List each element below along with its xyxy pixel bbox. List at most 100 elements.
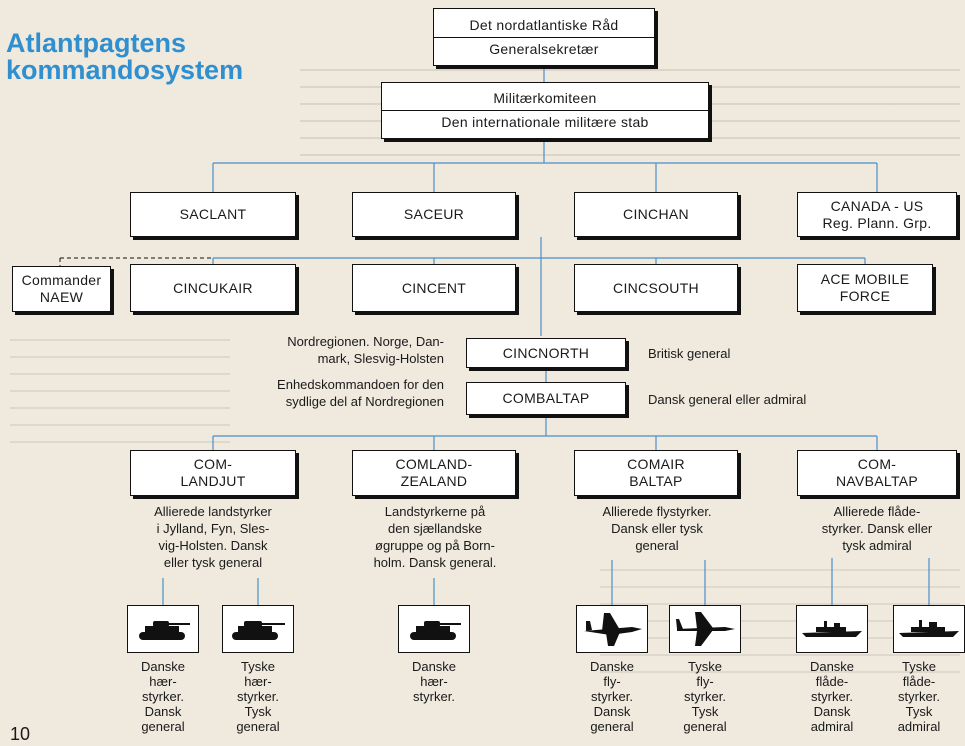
comlandjut-description: Allierede landstyrker i Jylland, Fyn, Sl… [118,503,308,571]
tank-icon [222,605,294,653]
caption-line: styrker. [413,689,455,704]
description-line: Dansk eller tysk [611,521,703,536]
description-line: vig-Holsten. Dansk [158,538,268,553]
caption-line: general [590,719,634,734]
description-line: Landstyrkerne på [384,504,486,519]
caption-line: styrker. [684,689,726,704]
cinchan-label: CINCHAN [623,206,689,222]
caption-line: styrker. [591,689,633,704]
force-caption: Danske hær- styrker. Dansk general [118,659,208,734]
caption-line: Danske [809,659,855,674]
caption-line: Tyske [902,659,936,674]
caption-line: admiral [897,719,941,734]
nordregion-note-line-1: Nordregionen. Norge, Dan- [287,334,444,349]
jet-icon [576,605,648,653]
tank-icon [398,605,470,653]
saclant-label: SACLANT [179,206,247,222]
naew-label-1: Commander [21,272,102,288]
caption-line: flåde- [815,674,849,689]
caption-line: Tyske [688,659,722,674]
force-caption: Danske flåde- styrker. Dansk admiral [787,659,877,734]
nordregion-note-line-2: mark, Slesvig-Holsten [317,351,444,366]
description-line: i Jylland, Fyn, Sles- [156,521,270,536]
comairbaltap-box: COMAIR BALTAP [574,450,738,496]
force-caption: Tyske hær- styrker. Tysk general [213,659,303,734]
cincnorth-label: CINCNORTH [502,344,590,361]
saclant-box: SACLANT [130,192,296,237]
ace-mobile-force-box: ACE MOBILE FORCE [797,264,933,312]
combaltap-label: COMBALTAP [502,390,590,406]
council-label: Det nordatlantiske Råd [469,16,619,33]
comlandzealand-description: Landstyrkerne på den sjællandske øgruppe… [340,503,530,571]
cincent-box: CINCENT [352,264,516,312]
enhed-note: Enhedskommandoen for den sydlige del af … [200,376,444,410]
secretary-label: Generalsekretær [434,36,654,61]
force-caption: Tyske fly- styrker. Tysk general [660,659,750,734]
caption-line: Dansk [593,704,631,719]
caption-line: general [683,719,727,734]
description-line: Allierede flåde- [833,504,921,519]
title-line-2: kommandosystem [6,55,244,85]
enhed-note-line-2: sydlige del af Nordregionen [285,394,444,409]
caption-line: Tyske [241,659,275,674]
force-caption: Tyske flåde- styrker. Tysk admiral [874,659,964,734]
force-caption: Danske hær- styrker. [389,659,479,704]
description-line: den sjællandske [388,521,482,536]
caption-line: general [141,719,185,734]
description-line: øgruppe og på Born- [375,538,495,553]
ace-mobile-label-2: FORCE [839,288,891,304]
comlandjut-box: COM- LANDJUT [130,450,296,496]
jet-icon [669,605,741,653]
caption-line: Danske [411,659,457,674]
ace-mobile-label-1: ACE MOBILE [820,271,910,287]
tank-icon [127,605,199,653]
description-line: holm. Dansk general. [373,555,497,570]
military-committee-box: Militærkomiteen Den internationale milit… [381,82,709,139]
caption-line: Tysk [691,704,719,719]
description-line: general [635,538,679,553]
caption-line: admiral [810,719,854,734]
caption-line: styrker. [142,689,184,704]
caption-line: styrker. [237,689,279,704]
naew-box: Commander NAEW [12,266,111,312]
cincsouth-box: CINCSOUTH [574,264,738,312]
background-text-texture [10,330,230,450]
cincsouth-label: CINCSOUTH [613,279,699,296]
ship-icon [796,605,868,653]
military-committee-label: Militærkomiteen [493,90,597,106]
caption-line: Dansk [144,704,182,719]
comnavbaltap-description: Allierede flåde- styrker. Dansk eller ty… [782,503,965,554]
naew-label-2: NAEW [39,289,84,305]
comairbaltap-label-2: BALTAP [629,473,683,489]
comnavbaltap-label-2: NAVBALTAP [835,473,919,489]
canada-us-box: CANADA - US Reg. Plann. Grp. [797,192,957,237]
cincukair-label: CINCUKAIR [173,279,253,296]
enhed-note-line-1: Enhedskommandoen for den [277,377,444,392]
description-line: Allierede landstyrker [154,504,272,519]
caption-line: general [236,719,280,734]
council-box: Det nordatlantiske Råd Generalsekretær [433,8,655,66]
comlandjut-label-1: COM- [193,456,233,472]
caption-line: hær- [149,674,177,689]
cincnorth-box: CINCNORTH [466,338,626,368]
page-title: Atlantpagtens kommandosystem [6,30,306,84]
caption-line: fly- [696,674,714,689]
ship-icon [893,605,965,653]
comairbaltap-label-1: COMAIR [627,456,685,472]
nordregion-note: Nordregionen. Norge, Dan- mark, Slesvig-… [220,333,444,367]
comlandzealand-label-2: ZEALAND [400,473,468,489]
canada-us-label: CANADA - US [830,197,924,214]
caption-line: Dansk [813,704,851,719]
comlandjut-label-2: LANDJUT [180,473,246,489]
description-line: Allierede flystyrker. [602,504,712,519]
cincent-label: CINCENT [401,279,467,296]
comairbaltap-description: Allierede flystyrker. Dansk eller tysk g… [562,503,752,554]
cinchan-box: CINCHAN [574,192,738,237]
caption-line: Tysk [905,704,933,719]
reg-plann-label: Reg. Plann. Grp. [822,214,932,231]
cincukair-box: CINCUKAIR [130,264,296,312]
force-caption: Danske fly- styrker. Dansk general [567,659,657,734]
caption-line: styrker. [898,689,940,704]
comnavbaltap-label-1: COM- [857,456,897,472]
